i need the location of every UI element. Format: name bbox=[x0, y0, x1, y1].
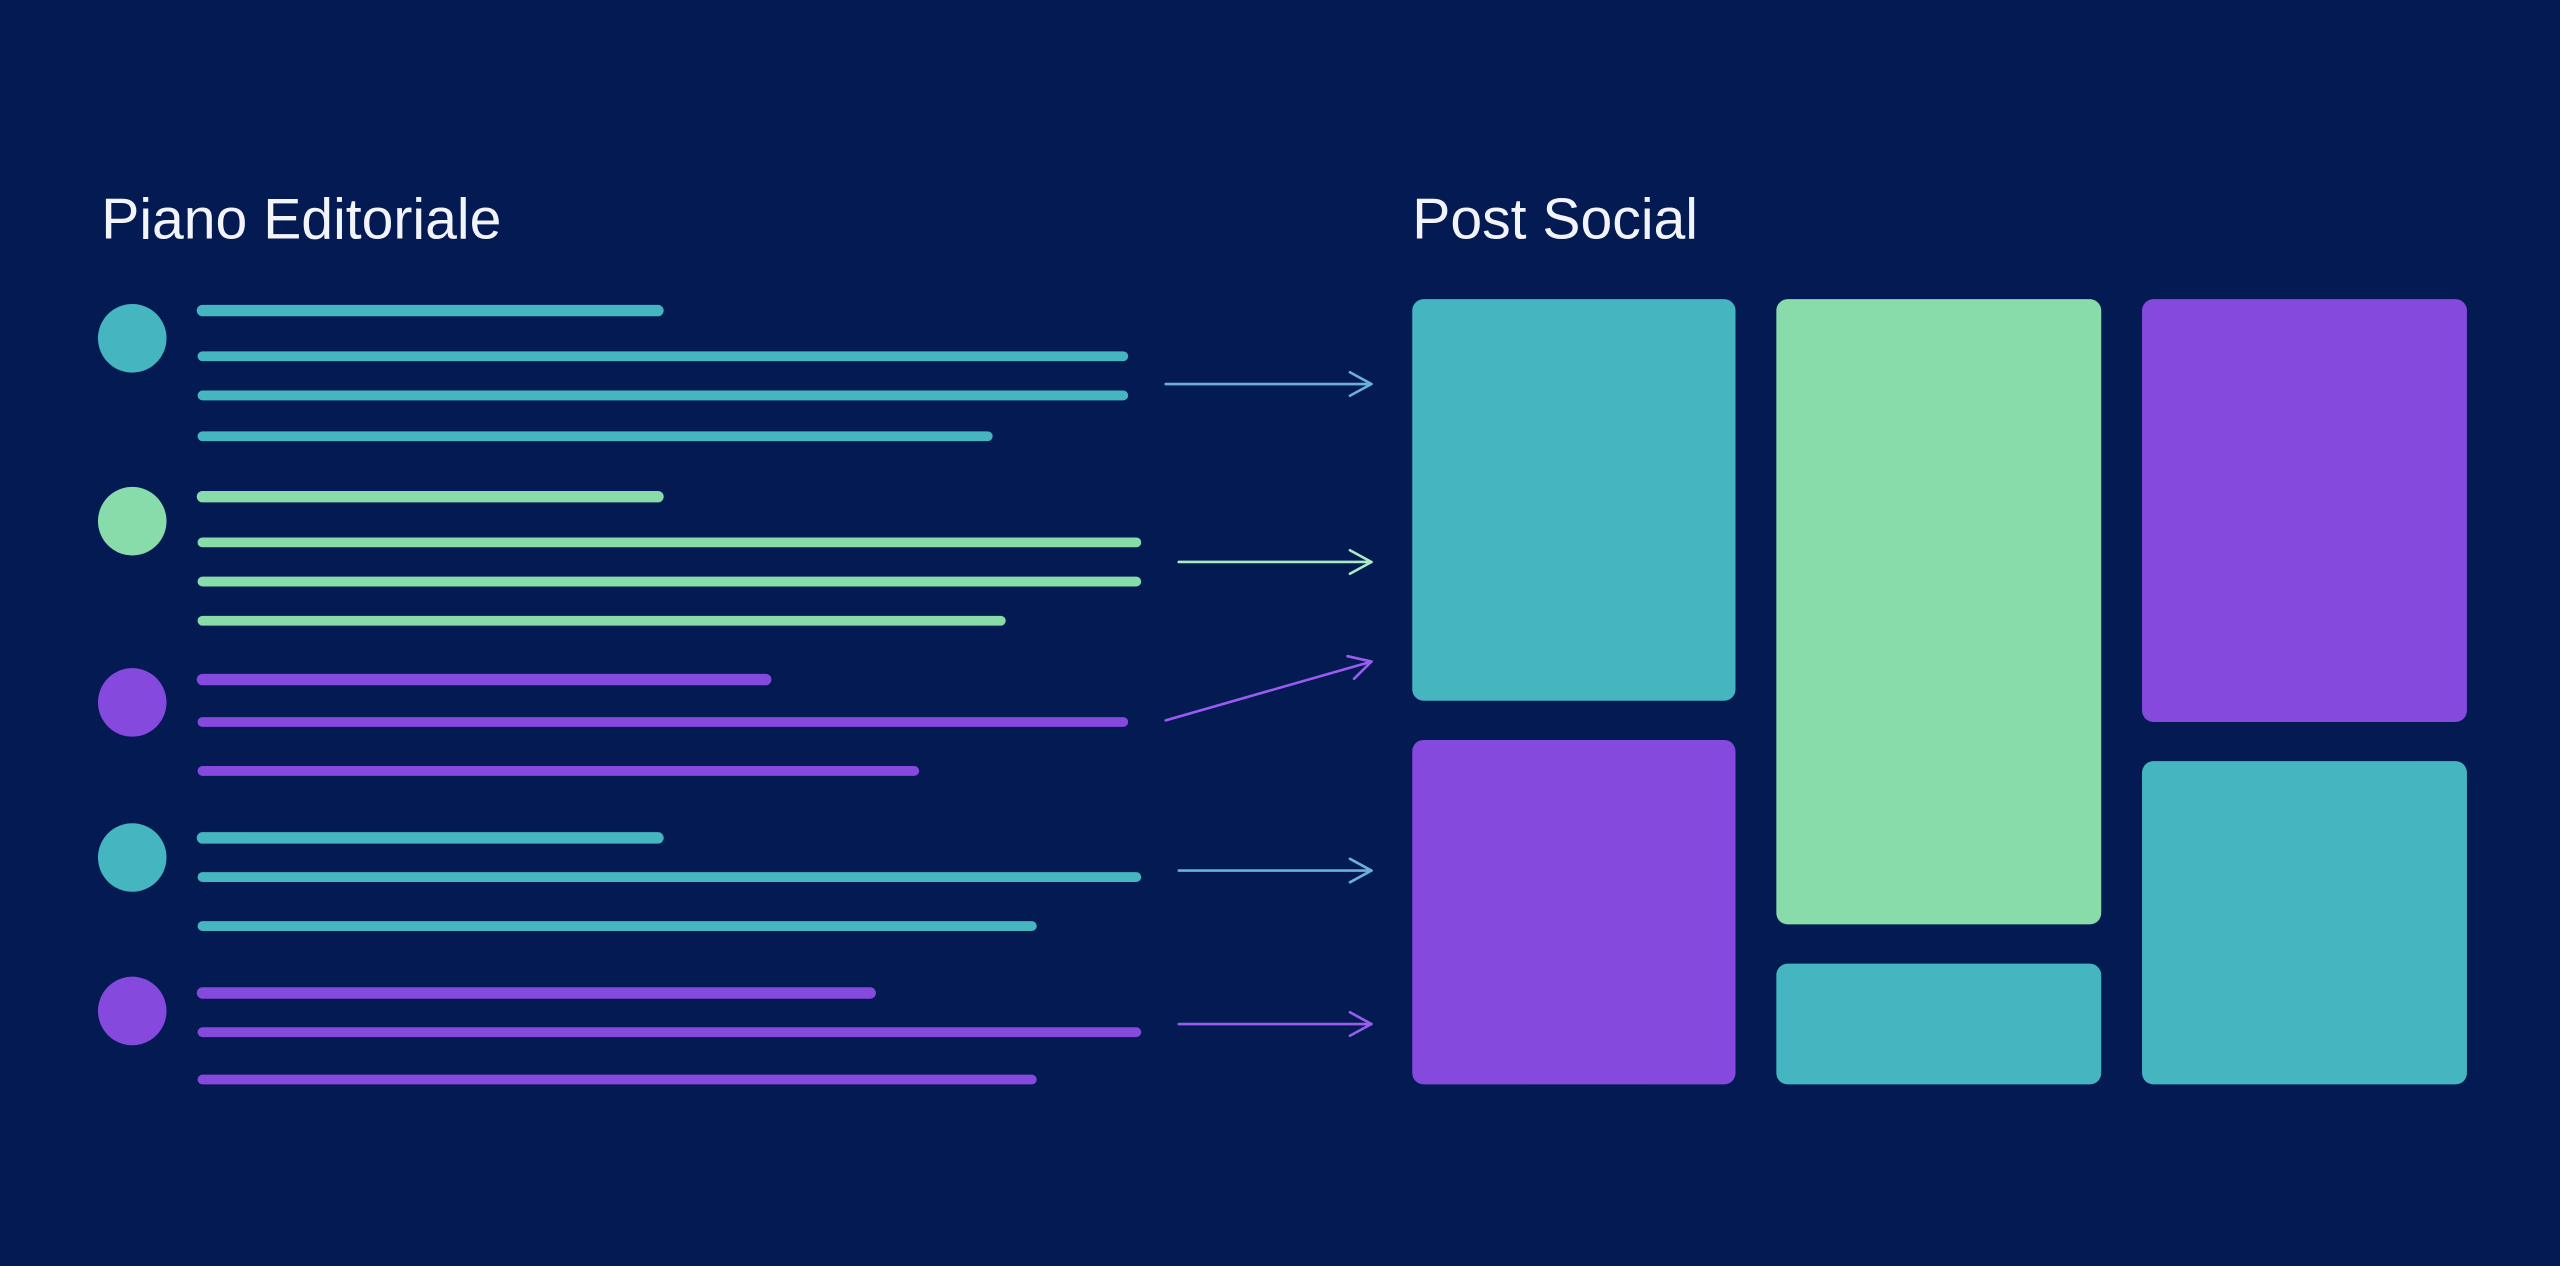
bullet-dot bbox=[97, 304, 167, 373]
arrow-head bbox=[1348, 857, 1373, 884]
editorial-plan-title: Piano Editoriale bbox=[101, 188, 501, 252]
plan-item bbox=[97, 976, 1142, 1085]
plan-item bbox=[97, 668, 1129, 776]
social-post-card bbox=[1412, 299, 1736, 701]
social-post-card bbox=[1776, 963, 2102, 1085]
arrow-right-icon bbox=[1177, 1010, 1373, 1038]
bullet-dot bbox=[97, 976, 167, 1046]
arrow-head bbox=[1348, 548, 1373, 576]
arrow-right-icon bbox=[1164, 370, 1373, 398]
social-post-grid bbox=[1412, 299, 2467, 1085]
bullet-dot bbox=[97, 823, 167, 892]
plan-item bbox=[97, 486, 1142, 626]
plan-item bbox=[97, 304, 1129, 442]
arrow-head bbox=[1348, 1010, 1373, 1038]
social-post-card bbox=[1776, 299, 2102, 925]
arrow-shaft bbox=[1164, 660, 1373, 722]
arrow-head bbox=[1348, 370, 1373, 398]
bullet-dot bbox=[97, 668, 167, 737]
social-post-title: Post Social bbox=[1412, 188, 1698, 252]
arrow-right-icon bbox=[1177, 857, 1373, 884]
bullet-dot bbox=[97, 486, 167, 556]
arrow-head bbox=[1346, 654, 1373, 681]
social-post-card bbox=[2142, 299, 2467, 722]
arrow-right-icon bbox=[1164, 654, 1373, 722]
social-post-card bbox=[1412, 739, 1736, 1085]
arrow-right-icon bbox=[1177, 548, 1373, 576]
editorial-plan-list bbox=[97, 304, 1142, 1085]
plan-item bbox=[97, 823, 1142, 931]
arrows bbox=[1164, 370, 1373, 1038]
social-post-card bbox=[2142, 761, 2467, 1085]
